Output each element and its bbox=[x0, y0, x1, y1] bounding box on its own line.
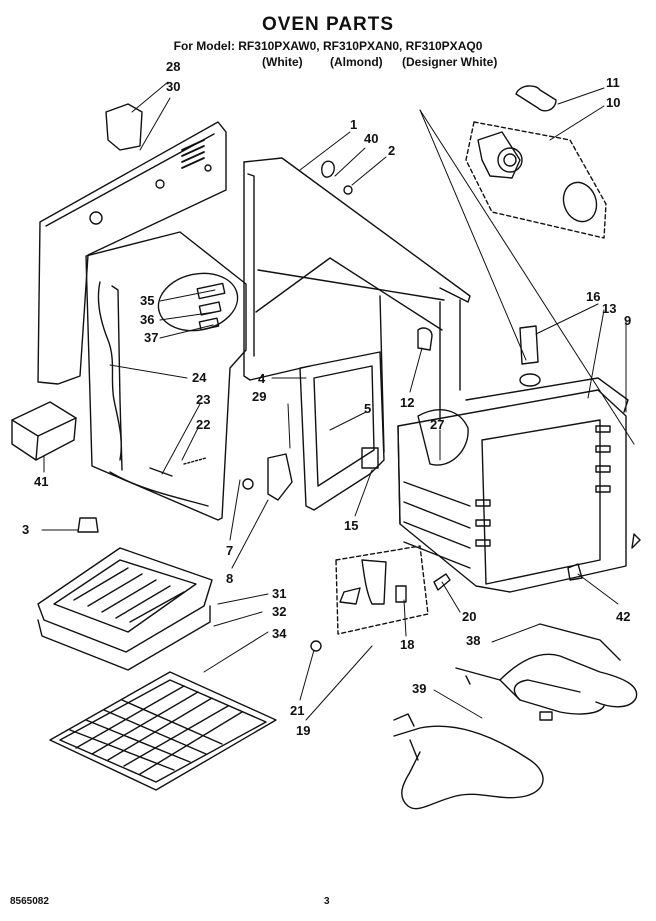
oven-back-panel bbox=[37, 121, 227, 385]
callout-40: 40 bbox=[364, 131, 379, 146]
callout-1: 1 bbox=[350, 117, 358, 132]
callout-27: 27 bbox=[430, 417, 445, 432]
model-numbers: For Model: RF310PXAW0, RF310PXAN0, RF310… bbox=[173, 39, 483, 53]
callout-19: 19 bbox=[296, 723, 311, 738]
callout-21: 21 bbox=[290, 703, 305, 718]
broil-element bbox=[393, 713, 544, 810]
leader-lines bbox=[41, 81, 635, 721]
callout-10: 10 bbox=[606, 95, 621, 110]
page-number: 3 bbox=[324, 896, 330, 907]
callout-22: 22 bbox=[196, 417, 211, 432]
callout-11: 11 bbox=[606, 75, 620, 90]
callout-4: 4 bbox=[258, 371, 266, 386]
callout-18: 18 bbox=[400, 637, 415, 652]
callout-42: 42 bbox=[616, 609, 631, 624]
hardware-parts bbox=[77, 160, 641, 581]
callout-15: 15 bbox=[344, 518, 359, 533]
callout-20: 20 bbox=[462, 609, 477, 624]
oven-cavity-box bbox=[397, 325, 629, 593]
variant-designer-white: (Designer White) bbox=[402, 55, 498, 69]
front-frame bbox=[299, 351, 385, 511]
callout-16: 16 bbox=[586, 289, 601, 304]
bake-element bbox=[455, 623, 638, 721]
part-28-bracket bbox=[105, 103, 143, 151]
callout-5: 5 bbox=[364, 401, 372, 416]
callout-34: 34 bbox=[272, 626, 287, 641]
callout-9: 9 bbox=[624, 313, 632, 328]
callout-8: 8 bbox=[226, 571, 234, 586]
callout-35: 35 bbox=[140, 293, 155, 308]
part-41-box bbox=[11, 401, 77, 461]
document-number: 8565082 bbox=[10, 896, 49, 907]
callout-39: 39 bbox=[412, 681, 427, 696]
callout-29: 29 bbox=[252, 389, 267, 404]
page-title: OVEN PARTS bbox=[261, 14, 395, 35]
callout-12: 12 bbox=[400, 395, 415, 410]
oven-side-panel bbox=[85, 231, 247, 521]
callout-37: 37 bbox=[144, 330, 159, 345]
callout-28: 28 bbox=[166, 59, 181, 74]
callout-36: 36 bbox=[140, 312, 155, 327]
callout-2: 2 bbox=[388, 143, 396, 158]
callout-41: 41 bbox=[34, 474, 49, 489]
variant-white: (White) bbox=[262, 55, 303, 69]
oven-rack bbox=[49, 671, 277, 791]
callout-13: 13 bbox=[602, 301, 617, 316]
callout-24: 24 bbox=[192, 370, 207, 385]
callout-23: 23 bbox=[196, 392, 211, 407]
broiler-pan bbox=[37, 547, 213, 671]
callout-38: 38 bbox=[466, 633, 481, 648]
variant-almond: (Almond) bbox=[330, 55, 383, 69]
callout-7: 7 bbox=[226, 543, 234, 558]
door-latch-assembly bbox=[310, 545, 451, 652]
callout-32: 32 bbox=[272, 604, 287, 619]
oven-liner bbox=[243, 157, 471, 453]
callout-3: 3 bbox=[22, 522, 30, 537]
oven-light-assembly bbox=[465, 85, 607, 239]
callout-30: 30 bbox=[166, 79, 181, 94]
callout-31: 31 bbox=[272, 586, 287, 601]
